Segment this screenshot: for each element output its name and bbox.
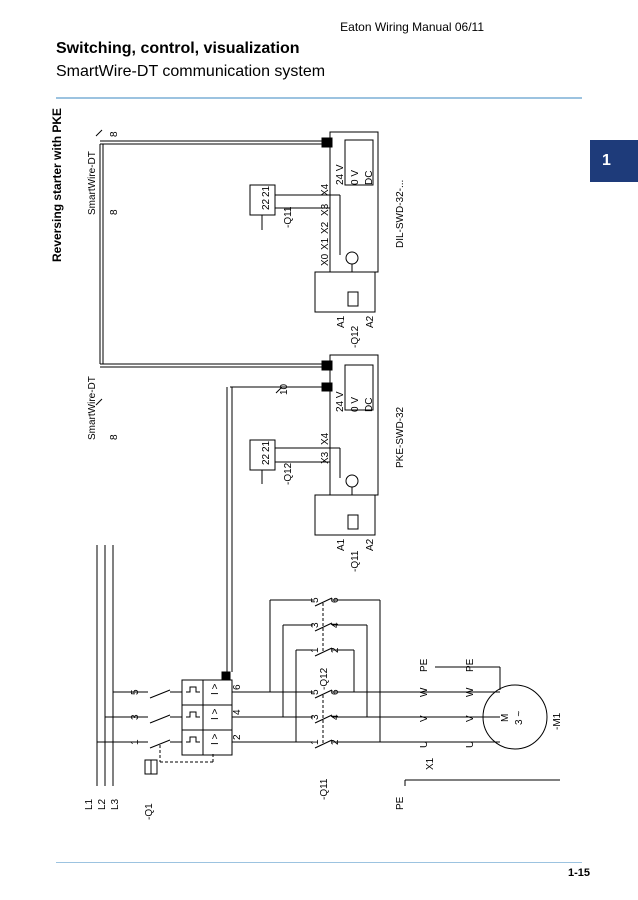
pke-dc: DC xyxy=(364,398,375,412)
q1-breaker xyxy=(140,671,250,775)
pke-0v: 0 V xyxy=(350,397,361,412)
q1-t5: 5 xyxy=(130,689,141,695)
pke-a2: A2 xyxy=(365,538,376,551)
dil-module xyxy=(249,131,379,313)
smartwire-in-label: SmartWire-DT xyxy=(87,376,98,440)
q12-t3: 3 xyxy=(310,622,321,628)
smartwire-mid-label: SmartWire-DT xyxy=(87,151,98,215)
dil-x2: X2 xyxy=(320,221,331,234)
supply-lines xyxy=(96,545,114,780)
term-w-2: W xyxy=(465,687,476,697)
pke-aux-21: 21 xyxy=(261,440,272,452)
smartwire-out-count: 8 xyxy=(109,131,120,137)
pke-a1: A1 xyxy=(336,538,347,551)
dil-a2: A2 xyxy=(365,315,376,328)
dil-aux-22: 22 xyxy=(261,198,272,210)
pke-aux-22: 22 xyxy=(261,453,272,465)
q1-t3: 3 xyxy=(130,714,141,720)
q11-t1: 1 xyxy=(310,739,321,745)
chapter-tab[interactable]: 1 xyxy=(590,140,638,182)
q1-label: -Q1 xyxy=(144,803,155,820)
motor-phase: 3 ~ xyxy=(514,711,525,725)
term-u-1: U xyxy=(419,741,430,748)
smartwire-in-count: 8 xyxy=(109,434,120,440)
q1-trip-1: I > xyxy=(210,733,221,745)
q1-t6: 6 xyxy=(232,684,243,690)
q12-t1: 1 xyxy=(310,647,321,653)
page-subtitle: SmartWire-DT communication system xyxy=(56,63,326,80)
dil-dc: DC xyxy=(364,171,375,185)
dil-x1: X1 xyxy=(320,237,331,250)
dil-x0: X0 xyxy=(320,253,331,266)
pke-aux-label: -Q12 xyxy=(283,462,294,485)
dil-x3: X3 xyxy=(320,203,331,216)
power-wiring xyxy=(250,597,470,749)
term-v-2: V xyxy=(465,715,476,722)
pke-module xyxy=(249,354,379,536)
q11-t4: 4 xyxy=(330,714,341,720)
smartwire-mid-count: 8 xyxy=(109,209,120,215)
dil-0v: 0 V xyxy=(350,170,361,185)
dil-coil-label: -Q12 xyxy=(350,325,361,348)
dil-24v: 24 V xyxy=(335,164,346,185)
q12-t6: 6 xyxy=(330,597,341,603)
label-l2: L2 xyxy=(97,798,108,810)
q1-trip-2: I > xyxy=(210,708,221,720)
label-pe: PE xyxy=(395,796,406,810)
dil-a1: A1 xyxy=(336,315,347,328)
term-v-1: V xyxy=(419,715,430,722)
q11-t2: 2 xyxy=(330,739,341,745)
smartwire-cables xyxy=(95,129,333,672)
dil-x4: X4 xyxy=(320,183,331,196)
label-l3: L3 xyxy=(110,798,121,810)
manual-edition: Eaton Wiring Manual 06/11 xyxy=(340,20,484,34)
pke-coil-label: -Q11 xyxy=(350,550,361,572)
q12-t5: 5 xyxy=(310,597,321,603)
q12-t2: 2 xyxy=(330,647,341,653)
motor-m1 xyxy=(482,684,548,750)
motor-label: -M1 xyxy=(552,712,563,730)
q11-t6: 6 xyxy=(330,689,341,695)
q11-t3: 3 xyxy=(310,714,321,720)
page-number: 1-15 xyxy=(567,867,590,879)
q1-t4: 4 xyxy=(232,709,243,715)
terminal-x1: X1 xyxy=(425,757,436,770)
dil-aux-21: 21 xyxy=(261,185,272,197)
q11-t5: 5 xyxy=(310,689,321,695)
pke-name: PKE-SWD-32 xyxy=(395,406,406,468)
dil-aux-label: -Q11 xyxy=(283,206,294,228)
pke-cable: 10 xyxy=(279,383,290,395)
q1-t2: 2 xyxy=(232,734,243,740)
q1-trip-3: I > xyxy=(210,683,221,695)
pke-24v: 24 V xyxy=(335,391,346,412)
motor-m: M xyxy=(500,714,511,722)
pke-x3: X3 xyxy=(320,451,331,464)
term-pe-1: PE xyxy=(419,658,430,672)
label-l1: L1 xyxy=(84,798,95,810)
q12-main-label: -Q12 xyxy=(319,667,330,690)
pe-line xyxy=(404,779,560,786)
motor-terminals xyxy=(435,666,548,750)
header-rule xyxy=(56,97,582,99)
dil-name: DIL-SWD-32-... xyxy=(395,180,406,248)
q11-main-label: -Q11 xyxy=(319,778,330,800)
page-title: Switching, control, visualization xyxy=(56,40,300,57)
q1-t1: 1 xyxy=(130,739,141,745)
term-w-1: W xyxy=(419,687,430,697)
q12-t4: 4 xyxy=(330,622,341,628)
term-pe-2: PE xyxy=(465,658,476,672)
term-u-2: U xyxy=(465,741,476,748)
footer-rule xyxy=(56,862,582,863)
pke-x4: X4 xyxy=(320,432,331,445)
